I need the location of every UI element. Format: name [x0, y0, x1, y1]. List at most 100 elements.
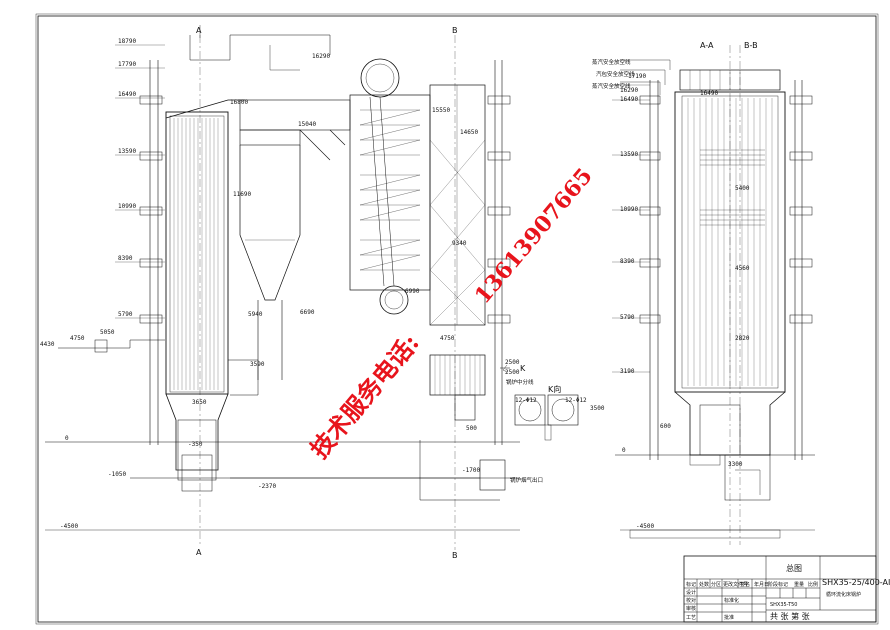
right-label-1: 蒸汽安全放空线: [592, 58, 631, 66]
level-mark: -4500: [636, 523, 654, 530]
sign-row: 校对: [686, 597, 696, 604]
flue-outlet-label: 锅炉烟气出口: [510, 476, 543, 484]
rev-col: 年月日: [754, 581, 769, 588]
dim-text: 3650: [192, 399, 207, 406]
level-mark: 17790: [118, 61, 136, 68]
dim-text: 600: [660, 423, 671, 430]
dim-text: 6990: [405, 288, 420, 295]
section-a-bottom: A: [196, 548, 202, 557]
dim-text: 500: [466, 425, 477, 432]
level-mark: 3190: [620, 368, 635, 375]
dim-text: 15550: [432, 107, 450, 114]
dim-text: 16290: [312, 53, 330, 60]
rev-col: 更改文件号: [723, 581, 748, 588]
drawing-description: 循环流化床锅炉: [826, 591, 861, 598]
right-label-2: 汽包安全放空线: [596, 70, 635, 78]
level-mark: 5790: [620, 314, 635, 321]
level-mark: 16290: [620, 87, 638, 94]
drawing-border: [37, 15, 877, 623]
level-mark: 16490: [620, 96, 638, 103]
sign-row: 设计: [686, 589, 696, 596]
dim-text: 9340: [452, 240, 467, 247]
level-mark: 4430: [40, 341, 55, 348]
stage-label: 阶段标记: [768, 581, 788, 588]
dim-text: 16800: [230, 99, 248, 106]
level-mark: 17190: [628, 73, 646, 80]
right-label-3: 蒸汽安全放空线: [592, 82, 631, 90]
sheet-count: 共 张 第 张: [770, 611, 810, 621]
dim-text: 3590: [250, 361, 265, 368]
right-level-marks: 17190 16490 16290 13590 10990 8390 5790 …: [620, 73, 654, 530]
dim-text: 3300: [728, 461, 743, 468]
dim-text: 16490: [700, 90, 718, 97]
side-elevation-view: [612, 45, 815, 545]
dim-text: 3500: [590, 405, 605, 412]
dim-text: 12-Φ12: [565, 397, 587, 404]
section-aa: A-A: [700, 41, 714, 50]
dim-text: 4750: [70, 335, 85, 342]
watermark: 13613907665: [470, 163, 598, 309]
furnace-sep-label: 锅炉中分线: [506, 378, 534, 386]
weight-label: 重量: [794, 581, 804, 588]
drawing-name: 总图: [786, 563, 802, 573]
dim-text: -1700: [462, 467, 480, 474]
dim-text: 2500: [505, 369, 520, 376]
drawing-code: SHX35-T50: [770, 602, 797, 608]
dim-text: 4560: [735, 265, 750, 272]
level-mark: -4500: [60, 523, 78, 530]
section-bb: B-B: [744, 41, 758, 50]
level-mark: 13590: [620, 151, 638, 158]
level-mark: 18790: [118, 38, 136, 45]
level-mark: 8390: [620, 258, 635, 265]
dim-text: 2500: [505, 359, 520, 366]
level-mark: 13590: [118, 148, 136, 155]
dim-text: -2370: [258, 483, 276, 490]
dim-text: 6690: [300, 309, 315, 316]
rev-col: 标记: [686, 581, 696, 588]
section-b-top: B: [452, 26, 458, 35]
dim-text: 12-Φ12: [515, 397, 537, 404]
level-mark: 16490: [118, 91, 136, 98]
title-block: [683, 555, 877, 623]
watermark-service-text: 技术服务电话:: [304, 328, 424, 464]
sign-row: 标准化: [724, 597, 739, 604]
title-block-text: 总图 SHX35-25/400-AI 循环流化床锅炉 阶段标记 重量 比例 SH…: [686, 563, 890, 621]
rev-col: 分区: [711, 581, 721, 588]
level-mark: -1050: [108, 471, 126, 478]
level-mark: 0: [622, 447, 626, 454]
level-mark: 10990: [118, 203, 136, 210]
dim-text: 5400: [735, 185, 750, 192]
watermark-phone: 13613907665: [470, 163, 598, 309]
drawing-labels: 锅炉中分线 锅炉烟气出口 蒸汽安全放空线 汽包安全放空线 蒸汽安全放空线: [506, 58, 635, 484]
sign-row: 审核: [686, 605, 696, 612]
dim-text: -350: [188, 441, 203, 448]
section-k-view: K向: [548, 384, 561, 394]
right-internal-dims: 16490 5400 4560 2820 3300 600: [660, 90, 750, 468]
section-k: K: [520, 364, 526, 373]
left-level-marks: 18790 17790 16490 13590 10990 8390 5790 …: [40, 38, 136, 530]
watermark-service: 技术服务电话:: [304, 328, 424, 464]
section-a-top: A: [196, 26, 202, 35]
level-mark: 8390: [118, 255, 133, 262]
level-mark: 0: [65, 435, 69, 442]
dim-text: 14650: [460, 129, 478, 136]
model-number: SHX35-25/400-AI: [822, 578, 890, 587]
dim-text: 15040: [298, 121, 316, 128]
level-mark: 5790: [118, 311, 133, 318]
dim-text: 2820: [735, 335, 750, 342]
dim-text: 5050: [100, 329, 115, 336]
left-internal-dims: 16290 16800 15040 15550 14650 11690 9340…: [70, 53, 605, 490]
rev-col: 签名: [740, 581, 750, 588]
sign-row: 批准: [724, 614, 734, 621]
dim-text: 5940: [248, 311, 263, 318]
main-elevation-view: [45, 25, 579, 550]
rev-col: 处数: [699, 581, 709, 588]
sign-row: 工艺: [686, 615, 696, 621]
scale-label: 比例: [808, 581, 818, 588]
level-mark: 10990: [620, 206, 638, 213]
dim-text: 4750: [440, 335, 455, 342]
dim-text: 11690: [233, 191, 251, 198]
section-markers: A A B B A-A B-B K K向: [196, 26, 758, 560]
section-b-bottom: B: [452, 551, 458, 560]
